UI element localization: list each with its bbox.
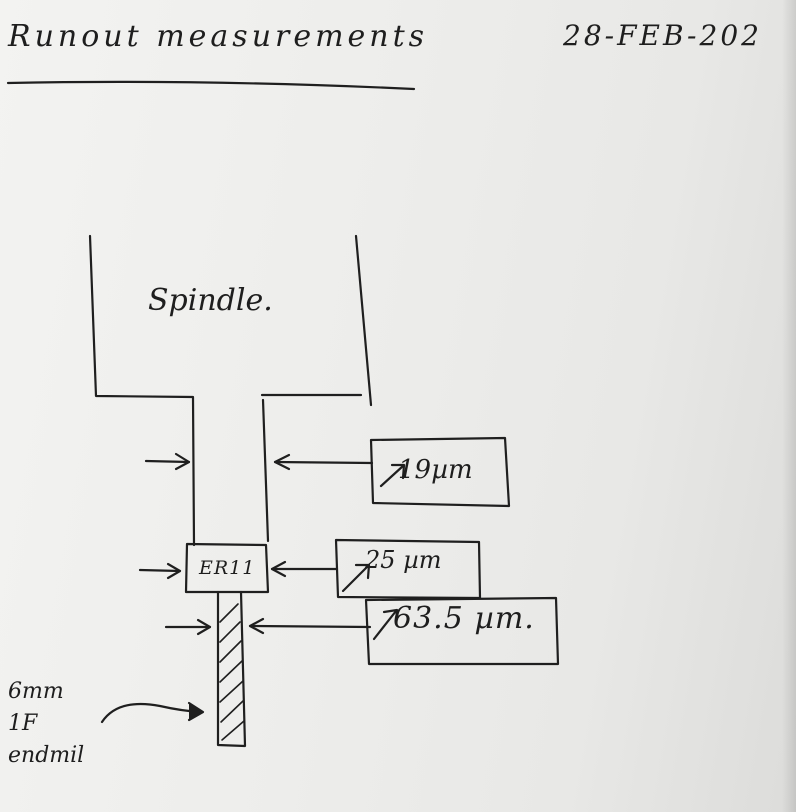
tool-pointer [100, 702, 203, 724]
shaft-right [261, 398, 270, 543]
page-title: Runout measurements [8, 19, 429, 54]
tool-label-line: 6mm [8, 679, 64, 704]
collet-nut [184, 542, 270, 594]
spindle-label: Spindle. [148, 283, 273, 318]
tool-pointer-head [187, 701, 205, 722]
gauge-arrow-3 [372, 608, 399, 641]
tool-label: 6mm 1F endmil [8, 676, 84, 772]
spindle-outline-right [354, 234, 373, 407]
date-label: 28-FEB-202 [563, 19, 762, 52]
gauge-arrow-2 [341, 563, 371, 593]
collet-label: ER11 [199, 557, 256, 579]
measurement-3-value: 63.5 µm. [393, 601, 535, 636]
arrow-left-2 [138, 562, 182, 580]
measurement-1-value: 19µm [398, 455, 473, 485]
spindle-outline [88, 234, 196, 547]
title-underline [6, 80, 416, 91]
reading-box-3 [364, 596, 560, 666]
arrow-right-3 [248, 617, 372, 635]
tool-label-line: endmil [8, 742, 85, 768]
arrow-right-1 [273, 453, 374, 471]
tool-label-line: 1F [8, 710, 38, 736]
arrow-left-3 [164, 618, 212, 636]
endmill-flutes [219, 603, 245, 741]
arrow-left-1 [144, 452, 191, 471]
gauge-arrow-1 [379, 463, 406, 488]
reading-box-1 [369, 436, 511, 508]
endmill-outline [216, 590, 247, 748]
page-edge-shadow [782, 0, 796, 812]
measurement-2-value: 25 µm [365, 546, 442, 574]
arrow-right-2 [270, 560, 338, 578]
